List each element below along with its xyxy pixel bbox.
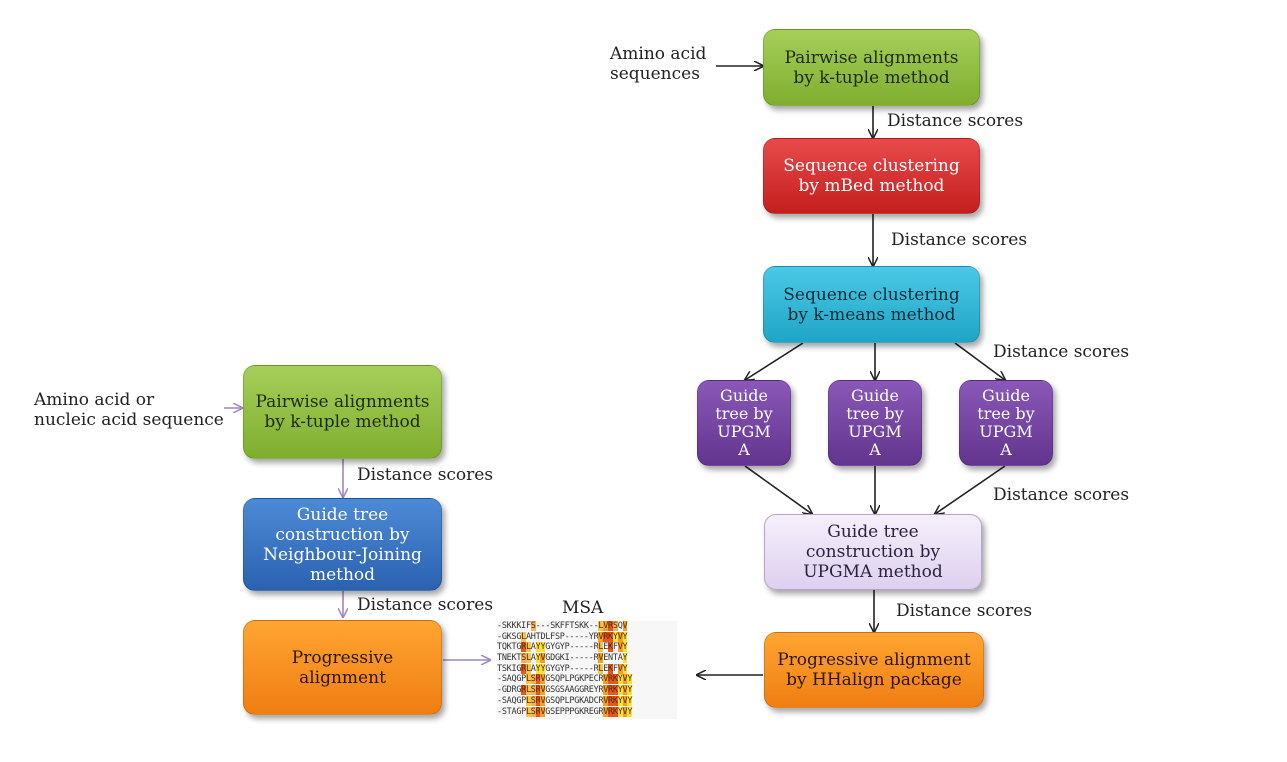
left-progressive-text: Progressive alignment — [291, 647, 394, 688]
right-pairwise-text: Pairwise alignments by k-tuple method — [784, 47, 959, 88]
upgma-box: Guide tree construction by UPGMA method — [764, 514, 982, 590]
msa-row: -SAQGPLSRVGSQPLPGKADCRVRKYVY — [497, 695, 633, 706]
guide-tree-text-3: Guide tree by UPGM A — [977, 386, 1035, 459]
mbed-text: Sequence clustering by mBed method — [783, 156, 960, 196]
msa-row: -GDRGRLSRVGSGSAAGGREYRVRKYVY — [497, 685, 633, 696]
guide-tree-box-3: Guide tree by UPGM A — [959, 380, 1053, 466]
left-progressive-box: Progressive alignment — [243, 620, 442, 715]
right-distance-label-5: Distance scores — [896, 601, 1033, 621]
arrow-tree-1-to-upgma — [744, 465, 812, 514]
msa-row: TQKTGRLAYYGYGYP-----RLEKFVY — [497, 642, 628, 653]
upgma-text: Guide tree construction by UPGMA method — [803, 522, 943, 582]
left-pairwise-text: Pairwise alignments by k-tuple method — [255, 392, 430, 432]
arrow-tree-3-to-upgma — [935, 465, 1006, 514]
guide-tree-box-2: Guide tree by UPGM A — [828, 380, 922, 466]
right-progressive-text: Progressive alignment by HHalign package — [777, 650, 971, 690]
right-distance-label-1: Distance scores — [887, 111, 1024, 131]
right-distance-label-4: Distance scores — [993, 485, 1130, 505]
kmeans-text: Sequence clustering by k-means method — [783, 284, 960, 325]
right-pairwise-box: Pairwise alignments by k-tuple method — [763, 29, 980, 106]
left-pairwise-box: Pairwise alignments by k-tuple method — [243, 365, 442, 459]
msa-row: -SKKKIFS---SKFFTSKK--LVRSQV — [497, 621, 628, 631]
right-progressive-box: Progressive alignment by HHalign package — [764, 632, 984, 708]
right-distance-label-3: Distance scores — [993, 342, 1130, 362]
left-guide-tree-box: Guide tree construction by Neighbour-Joi… — [243, 498, 442, 591]
right-input-label: Amino acid sequences — [610, 44, 707, 84]
left-input-label: Amino acid or nucleic acid sequence — [34, 390, 224, 430]
msa-row: TSKIGRLAYYGYGYP-----RLEKFVY — [497, 663, 628, 674]
msa-row: -SAQGPLSRVGSQPLPGKPECRVRKYVY — [497, 674, 633, 685]
right-distance-label-2: Distance scores — [891, 230, 1028, 250]
arrow-kmeans-to-tree-3 — [954, 342, 1005, 380]
left-guide-tree-text: Guide tree construction by Neighbour-Joi… — [263, 504, 422, 585]
msa-alignment: -SKKKIFS---SKFFTSKK--LVRSQV-GKSGLAHTDLFS… — [497, 621, 677, 719]
arrow-kmeans-to-tree-1 — [745, 342, 804, 380]
guide-tree-text-2: Guide tree by UPGM A — [846, 386, 904, 459]
kmeans-box: Sequence clustering by k-means method — [763, 266, 980, 343]
left-distance-label-2: Distance scores — [357, 595, 494, 615]
guide-tree-box-1: Guide tree by UPGM A — [697, 380, 791, 466]
msa-row: -GKSGLAHTDLFSP-----YRVRKYVY — [497, 631, 628, 642]
guide-tree-text-1: Guide tree by UPGM A — [715, 386, 773, 459]
msa-title: MSA — [562, 598, 604, 618]
left-distance-label-1: Distance scores — [357, 465, 494, 485]
mbed-box: Sequence clustering by mBed method — [763, 138, 980, 214]
msa-row: -STAGPLSRVGSEPPPGKREGRVRKYVY — [497, 706, 633, 717]
msa-row: TNEKTSLAYVGDGKI-----RVENTAY — [497, 653, 628, 664]
